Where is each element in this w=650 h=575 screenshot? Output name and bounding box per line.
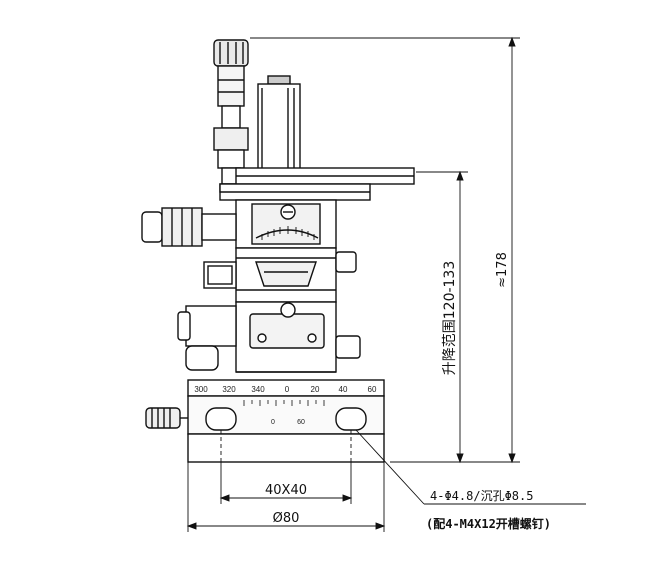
scale-tick-label: 320 [222,385,236,394]
scale-tick-label: 40 [339,385,348,394]
diameter-dimension-label: Ø80 [273,511,300,526]
scale-tick-label: 0 [285,385,290,394]
scale-tick-label: 300 [194,385,208,394]
xy-stage [177,301,361,373]
goniometer-stage [235,199,337,249]
vertical-column [219,75,415,201]
width-dimension-label: 40X40 [265,483,307,498]
lift-stage [203,247,357,303]
total-height-label: ≈178 [495,252,510,288]
scale-tick-label: 340 [251,385,265,394]
rotary-base [145,379,385,463]
scale-tick-label: 20 [311,385,320,394]
dimension-lines [186,36,586,532]
screw-label: (配4-M4X12开槽螺钉) [426,516,551,531]
vernier-label: 60 [297,419,305,426]
goniometer-scale-ticks [261,226,315,240]
lift-range-label: 升降范围120-133 [441,261,458,376]
side-micrometer-upper [141,207,237,247]
holes-label: 4-Φ4.8/沉孔Φ8.5 [430,489,533,503]
base-scale-ticks [243,400,325,406]
top-micrometer [213,39,249,193]
rotary-scale-labels: 300 320 340 0 20 40 60 0 60 [194,385,377,426]
scale-tick-label: 60 [368,385,377,394]
vernier-label: 0 [271,419,275,426]
